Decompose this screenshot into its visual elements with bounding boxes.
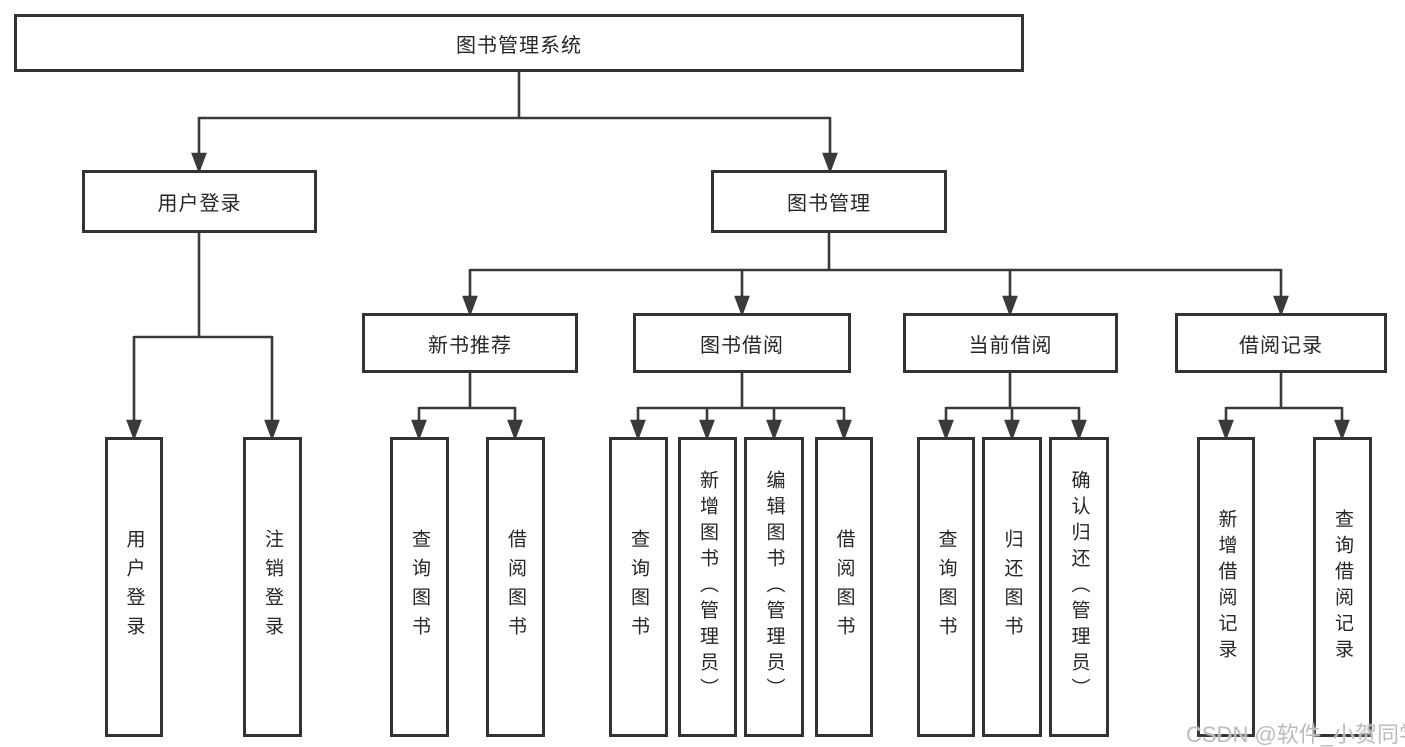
node-borrow-records: 借阅记录 — [1175, 313, 1387, 373]
node-user-login: 用户登录 — [82, 170, 317, 233]
leaf-records-query: 查询借阅记录 — [1313, 437, 1372, 737]
leaf-borrow-borrow: 借阅图书 — [815, 437, 873, 737]
csdn-watermark: CSDN @软件_小贺同学 — [1186, 722, 1405, 747]
leaf-current-query: 查询图书 — [917, 437, 975, 737]
node-borrow-records-label: 借阅记录 — [1239, 334, 1323, 357]
leaf-current-query-label: 查询图书 — [935, 529, 957, 645]
leaf-records-add-label: 新增借阅记录 — [1215, 509, 1237, 665]
leaf-current-confirm-admin-label: 确认归还（管理员） — [1068, 470, 1090, 704]
leaf-newbook-borrow: 借阅图书 — [486, 437, 545, 737]
leaf-records-query-label: 查询借阅记录 — [1332, 509, 1353, 665]
node-current-borrow-label: 当前借阅 — [968, 334, 1053, 357]
node-root: 图书管理系统 — [14, 14, 1024, 72]
leaf-borrow-query-label: 查询图书 — [628, 529, 649, 645]
leaf-borrow-edit-admin-label: 编辑图书（管理员） — [763, 470, 785, 704]
leaf-records-add: 新增借阅记录 — [1197, 437, 1255, 737]
leaf-borrow-edit-admin: 编辑图书（管理员） — [744, 437, 804, 737]
leaf-newbook-query: 查询图书 — [390, 437, 449, 737]
node-new-book-recommend: 新书推荐 — [362, 313, 578, 373]
node-book-management: 图书管理 — [711, 170, 947, 233]
leaf-newbook-borrow-label: 借阅图书 — [505, 529, 526, 645]
leaf-borrow-add-admin: 新增图书（管理员） — [678, 437, 737, 737]
node-book-management-label: 图书管理 — [787, 193, 871, 215]
leaf-current-confirm-admin: 确认归还（管理员） — [1049, 437, 1109, 737]
leaf-user-login: 用户登录 — [105, 437, 163, 737]
leaf-borrow-query: 查询图书 — [609, 437, 668, 737]
leaf-current-return: 归还图书 — [982, 437, 1042, 737]
leaf-logout: 注销登录 — [243, 437, 302, 737]
node-root-label: 图书管理系统 — [456, 34, 582, 57]
node-book-borrow-label: 图书借阅 — [700, 334, 784, 357]
node-new-book-recommend-label: 新书推荐 — [428, 334, 512, 357]
leaf-current-return-label: 归还图书 — [1001, 529, 1023, 645]
node-user-login-label: 用户登录 — [157, 193, 242, 215]
leaf-borrow-borrow-label: 借阅图书 — [833, 529, 855, 645]
node-book-borrow: 图书借阅 — [633, 313, 851, 373]
leaf-user-login-label: 用户登录 — [123, 529, 145, 645]
leaf-borrow-add-admin-label: 新增图书（管理员） — [697, 470, 718, 704]
leaf-logout-label: 注销登录 — [262, 529, 283, 645]
node-current-borrow: 当前借阅 — [903, 313, 1118, 373]
leaf-newbook-query-label: 查询图书 — [409, 529, 430, 645]
